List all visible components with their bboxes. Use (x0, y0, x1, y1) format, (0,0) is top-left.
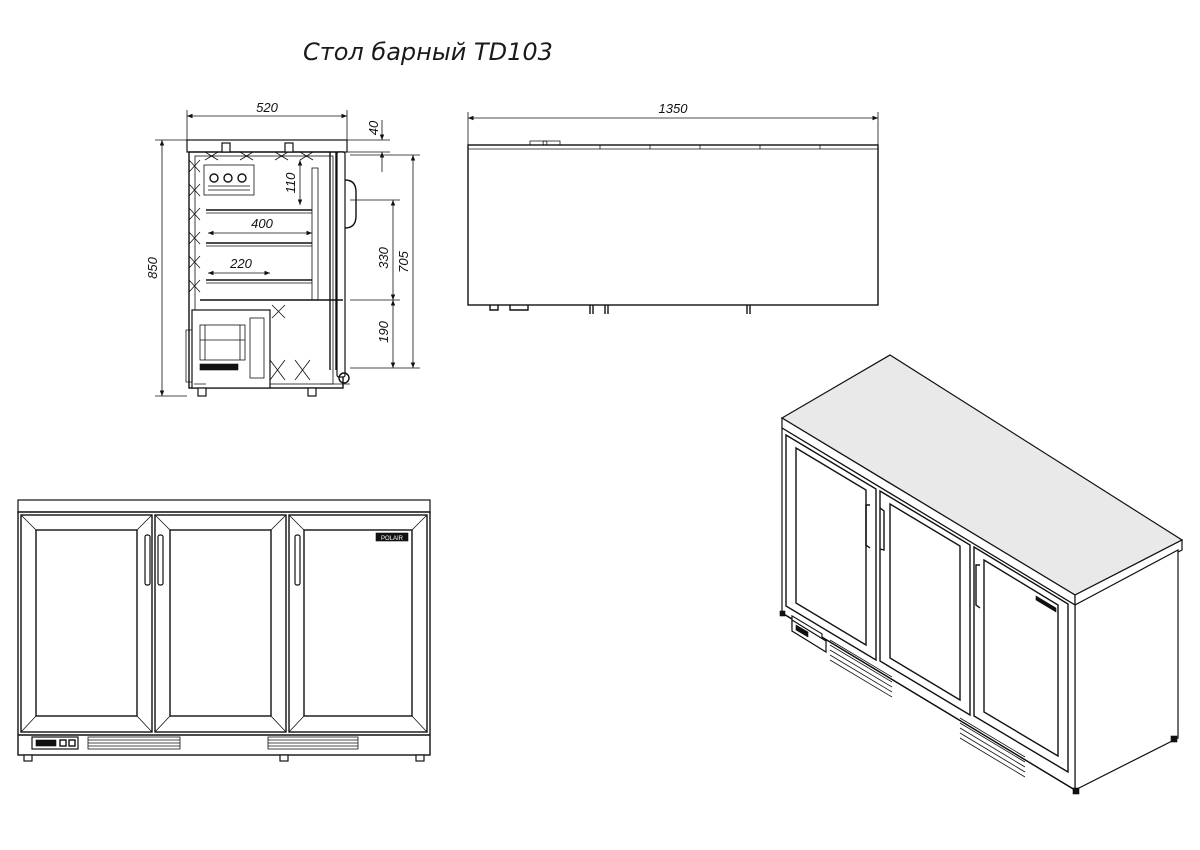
dim-side-width: 520 (256, 100, 278, 115)
top-view: 1350 (467, 101, 879, 314)
dim-total-length: 1350 (659, 101, 689, 116)
side-door-profile (336, 151, 346, 378)
dim-total-height: 850 (145, 256, 160, 278)
front-door-left-handle (144, 534, 151, 586)
drawing-title: Стол барный TD103 (303, 38, 553, 66)
top-view-outline (467, 144, 879, 306)
dim-bottom-gap: 190 (376, 320, 391, 342)
iso-brand-plate (1035, 595, 1057, 613)
dim-top-gap: 110 (283, 172, 298, 193)
ventilation-grille-right (267, 736, 359, 750)
front-door-right (288, 514, 428, 733)
iso-foot-front (1072, 787, 1080, 795)
side-door-handle (344, 179, 357, 229)
brand-plate-text: POLAIR (381, 536, 404, 542)
iso-door-right (973, 545, 1069, 774)
front-foot-3 (415, 754, 425, 762)
side-section-view (185, 139, 357, 397)
controller-display (35, 739, 57, 747)
front-door-right-handle (294, 534, 301, 586)
cabinet-front-outline (17, 511, 431, 756)
dim-shelf-depth: 400 (251, 216, 273, 231)
iso-ventilation-grille-right (959, 717, 1026, 778)
front-foot-2 (279, 754, 289, 762)
front-door-middle (154, 514, 287, 733)
dim-top-thickness: 40 (366, 120, 381, 135)
compressor-compartment (191, 309, 271, 389)
iso-ventilation-grille-left (829, 639, 893, 698)
iso-door-left (785, 433, 877, 662)
isometric-view (779, 354, 1184, 795)
iso-door-middle (879, 489, 971, 717)
front-door-left (20, 514, 153, 733)
dim-shelf-spacing: 330 (376, 246, 391, 268)
worktop-front (17, 499, 431, 513)
iso-handle-right (975, 564, 981, 609)
brand-plate (375, 532, 409, 542)
iso-foot-back (1170, 735, 1178, 743)
dim-lower-shelf-depth: 220 (229, 256, 252, 271)
iso-handle-middle (879, 507, 885, 551)
insulation-hatch (188, 151, 314, 381)
front-view: POLAIR (17, 499, 431, 762)
front-door-middle-handle (157, 534, 164, 586)
front-foot-1 (23, 754, 33, 762)
iso-handle-left (865, 504, 871, 549)
worktop-side (186, 139, 348, 153)
ventilation-grille-left (87, 736, 181, 750)
dim-internal-height: 705 (396, 250, 411, 272)
side-dimensions: 520 40 850 110 400 220 330 705 190 (145, 100, 420, 397)
evaporator-block (203, 164, 255, 196)
